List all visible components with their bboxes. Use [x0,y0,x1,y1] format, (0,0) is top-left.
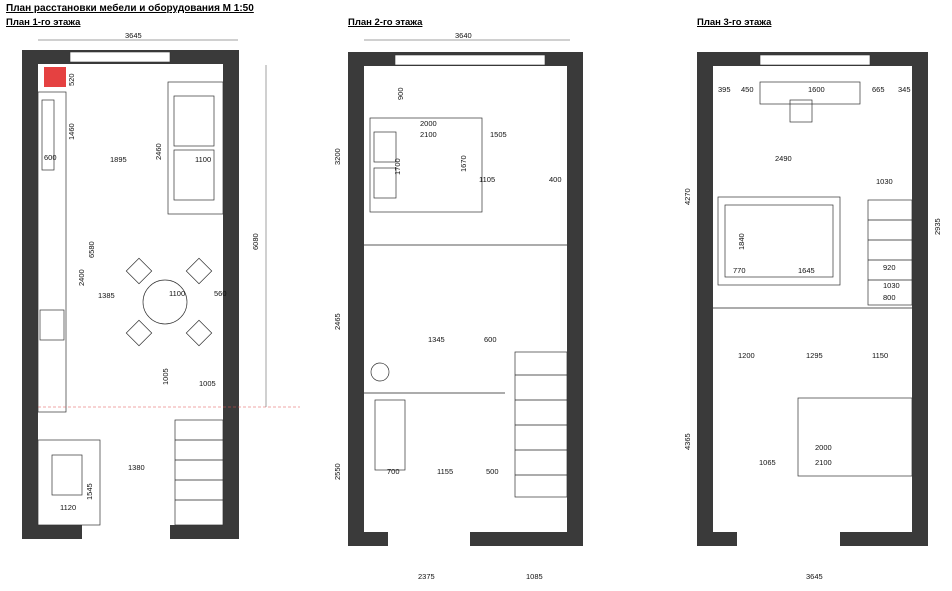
dim-f1-j: 1100 [169,289,185,298]
dim-f2-r: 1085 [526,572,543,581]
dim-f2-m: 2550 [333,463,342,480]
dim-f1-a: 520 [67,73,76,86]
dim-f1-p: 1120 [60,503,76,512]
dim-f1-i: 1385 [98,291,115,300]
plan-label-floor-3: План 3-го этажа [697,17,772,28]
dim-f3-u: 1065 [759,458,776,467]
dim-f2-a: 900 [396,87,405,100]
dim-f2-n: 700 [387,467,400,476]
dim-f1-e: 2460 [154,143,163,160]
dim-f3-s: 4365 [683,433,692,450]
dim-f3-o: 800 [883,293,896,302]
dim-f1-o: 1380 [128,463,145,472]
dim-f3-t: 2000 [815,443,832,452]
dim-f3-n: 1030 [883,281,900,290]
dim-f1-q: 1545 [85,483,94,500]
dim-f3-w: 3645 [806,572,823,581]
dim-f1-d: 1895 [110,155,127,164]
dim-f2-g: 1105 [479,175,495,184]
dim-f3-e: 345 [898,85,911,94]
plan-label-floor-2: План 2-го этажа [348,17,423,28]
dim-f3-i: 1840 [737,233,746,250]
dim-f1-b: 1460 [67,123,76,140]
dim-f2-c: 2100 [420,130,437,139]
dim-f2-k: 1345 [428,335,445,344]
drawing-title: План расстановки мебели и оборудования М… [6,3,254,14]
plan-label-floor-1: План 1-го этажа [6,17,81,28]
dim-f1-g: 6580 [87,241,96,258]
dim-f3-m: 920 [883,263,896,272]
dim-f2-f: 1670 [459,155,468,172]
dim-f1-k: 560 [214,289,227,298]
dim-f2-e: 1700 [393,158,402,175]
dim-f3-q: 1295 [806,351,823,360]
dim-f3-l: 1645 [798,266,815,275]
dim-f1-f: 1100 [195,155,211,164]
dim-f3-k: 770 [733,266,746,275]
dim-f1-h: 2400 [77,269,86,286]
floor-3-plan: 395 450 1600 665 345 2490 1030 4270 1840… [683,52,942,581]
dim-f2-q: 2375 [418,572,435,581]
floor-2-plan: 3640 900 2000 2100 1505 1700 1670 1105 4… [333,31,583,581]
dim-f1-l: 6080 [251,233,260,250]
floor-1-plan: 3645 5 [22,31,300,539]
dim-f3-a: 395 [718,85,731,94]
dim-f3-r: 1150 [872,351,888,360]
dim-f2-l: 600 [484,335,497,344]
dim-f2-h: 400 [549,175,562,184]
dim-f1-m: 1005 [161,368,170,385]
dim-f3-p: 1200 [738,351,755,360]
dim-f3-b: 450 [741,85,754,94]
dim-f2-top: 3640 [455,31,472,40]
dim-f2-p: 500 [486,467,499,476]
dim-f3-g: 1030 [876,177,893,186]
dim-f3-h: 4270 [683,188,692,205]
dim-f1-n: 1005 [199,379,216,388]
dim-f1-c: 600 [44,153,57,162]
dim-f2-d: 1505 [490,130,507,139]
dim-f2-b: 2000 [420,119,437,128]
dim-f3-v: 2100 [815,458,832,467]
dim-f2-j: 2465 [333,313,342,330]
dim-f3-f: 2490 [775,154,792,163]
dim-f3-j: 2935 [933,218,942,235]
dim-f3-d: 665 [872,85,885,94]
dim-f2-i: 3200 [333,148,342,165]
dim-f1-top: 3645 [125,31,142,40]
dim-f3-c: 1600 [808,85,825,94]
dim-f2-o: 1155 [437,467,453,476]
